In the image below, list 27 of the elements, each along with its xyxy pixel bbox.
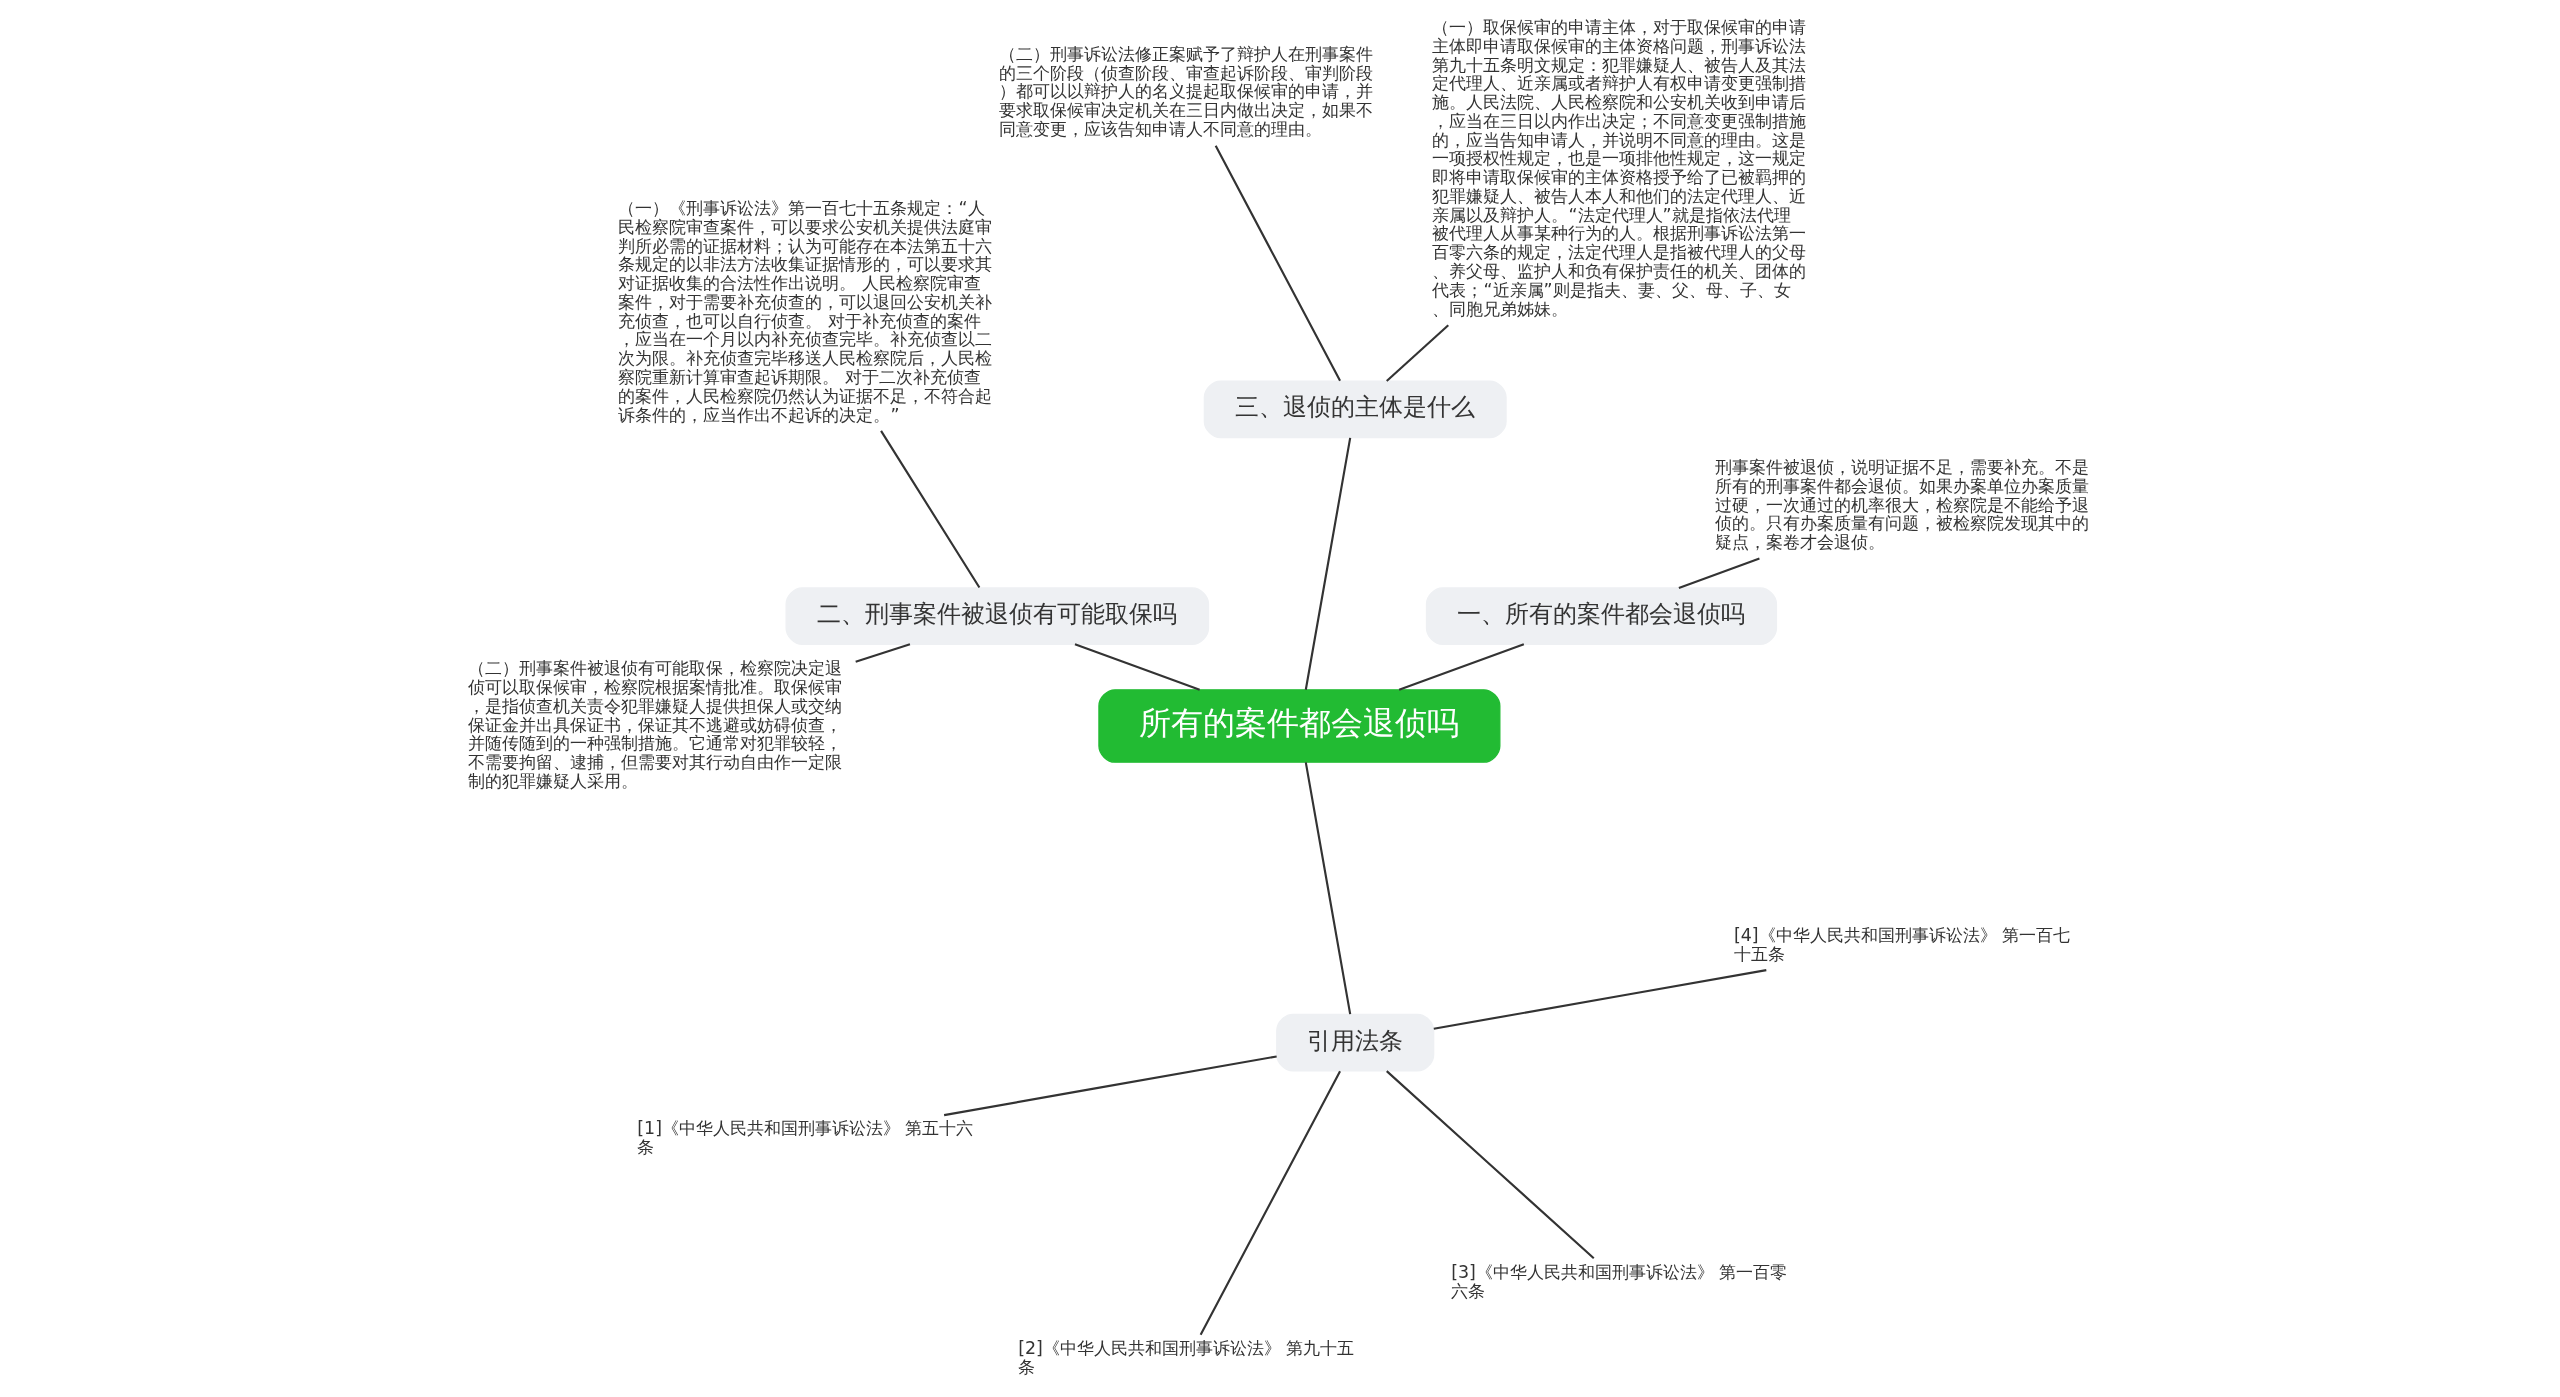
node-text: [3]《中华人民共和国刑事诉讼法》 第一百零六条 xyxy=(1451,1261,1788,1301)
connector xyxy=(1304,437,1352,690)
connector xyxy=(1214,145,1341,382)
node-text: [4]《中华人民共和国刑事诉讼法》 第一百七十五条 xyxy=(1733,925,2071,964)
connector xyxy=(1433,969,1767,1030)
connector xyxy=(1386,324,1449,382)
connector xyxy=(943,1055,1277,1117)
connector xyxy=(1199,1070,1341,1336)
connector xyxy=(855,643,911,663)
node-text: 刑事案件被退侦，说明证据不足，需要补充。不是所有的刑事案件都会退侦。如果办案单位办案质量过硬，一次通过的机率很大，检察院是不能给予退侦的。只有办案质量有问题，被检察院发现其中的疑点，案卷才会退侦。 xyxy=(1715,457,2090,553)
connector xyxy=(880,430,981,589)
node-box: 二、刑事案件被退侦有可能取保吗 xyxy=(785,587,1210,645)
node-text: （一）《刑事诉讼法》第一百七十五条规定：“人民检察院审查案件，可以要求公安机关提供法庭审判所必需的证据材料；认为可能存在本法第五十六条规定的以非法方法收集证据情形的，可以要求其对证据收集的合法性作出说明。 人民检察院审查案件，对于需要补充侦查的，可以退回公安机关补充侦查，也可以自行侦查。 对于补充侦查的案件，应当在一个月以内补充侦查完毕。补充侦查以二次为限。补充侦查完毕移送人民检察院后，人民检察院重新计算审查起诉期限。 对于二次补充侦查的案件，人民检察院仍然认为证据不足，不符合起诉条件的，应当作出不起诉的决定。” xyxy=(618,198,993,425)
node-box: 三、退侦的主体是什么 xyxy=(1203,380,1507,439)
connector xyxy=(1398,643,1525,691)
node-text: （一）取保候审的申请主体，对于取保候审的申请主体即申请取保候审的主体资格问题，刑事诉讼法第九十五条明文规定：犯罪嫌疑人、被告人及其法定代理人、近亲属或者辩护人有权申请变更强制措施。人民法院、人民检察院和公安机关收到申请后，应当在三日以内作出决定；不同意变更强制措施的，应当告知申请人，并说明不同意的理由。这是一项授权性规定，也是一项排他性规定，这一规定即将申请取保候审的主体资格授予给了已被羁押的犯罪嫌疑人、被告人本人和他们的法定代理人、近亲属以及辩护人。“法定代理人”就是指依法代理被代理人从事某种行为的人。根据刑事诉讼法第一百零六条的规定，法定代理人是指被代理人的父母、养父母、监护人和负有保护责任的机关、团体的代表；“近亲属”则是指夫、妻、父、母、子、女、同胞兄弟姊妹。 xyxy=(1432,17,1807,319)
node-text: [1]《中华人民共和国刑事诉讼法》 第五十六条 xyxy=(637,1118,974,1158)
node-text: [2]《中华人民共和国刑事诉讼法》 第九十五条 xyxy=(1018,1338,1355,1378)
connector xyxy=(1304,762,1352,1015)
node-text: （二）刑事诉讼法修正案赋予了辩护人在刑事案件的三个阶段（侦查阶段、审查起诉阶段、审判阶段）都可以以辩护人的名义提起取保候审的申请，并要求取保候审决定机关在三日内做出决定，如果不同意变更，应该告知申请人不同意的理由。 xyxy=(999,43,1374,139)
connector xyxy=(1386,1070,1595,1260)
node-box: 引用法条 xyxy=(1276,1013,1435,1072)
connector xyxy=(1678,557,1760,589)
node-box: 所有的案件都会退侦吗 xyxy=(1098,689,1501,763)
node-box: 一、所有的案件都会退侦吗 xyxy=(1425,587,1778,645)
node-text: （二）刑事案件被退侦有可能取保，检察院决定退侦可以取保候审，检察院根据案情批准。取保候审，是指侦查机关责令犯罪嫌疑人提供担保人或交纳保证金并出具保证书，保证其不逃避或妨碍侦查，并随传随到的一种强制措施。它通常对犯罪较轻，不需要拘留、逮捕，但需要对其行动自由作一定限制的犯罪嫌疑人采用。 xyxy=(468,658,843,791)
connector xyxy=(1074,643,1200,691)
